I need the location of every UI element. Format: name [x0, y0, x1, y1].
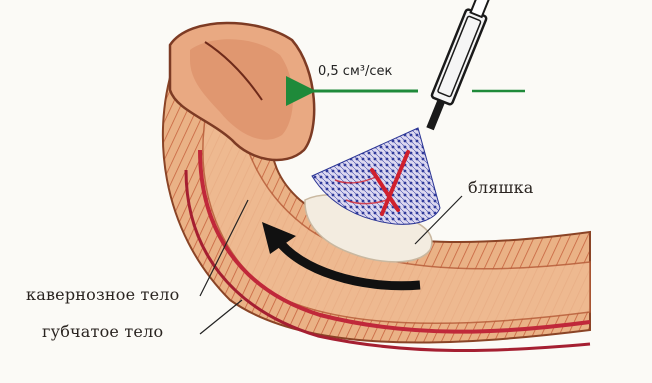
spongy-body-label: губчатое тело [42, 322, 163, 341]
injection-device [420, 0, 494, 133]
plaque-label: бляшка [468, 178, 534, 197]
flow-rate-label: 0,5 см³/сек [318, 64, 392, 79]
cavernous-body-label: кавернозное тело [26, 285, 179, 304]
leader-spongy [200, 300, 242, 334]
